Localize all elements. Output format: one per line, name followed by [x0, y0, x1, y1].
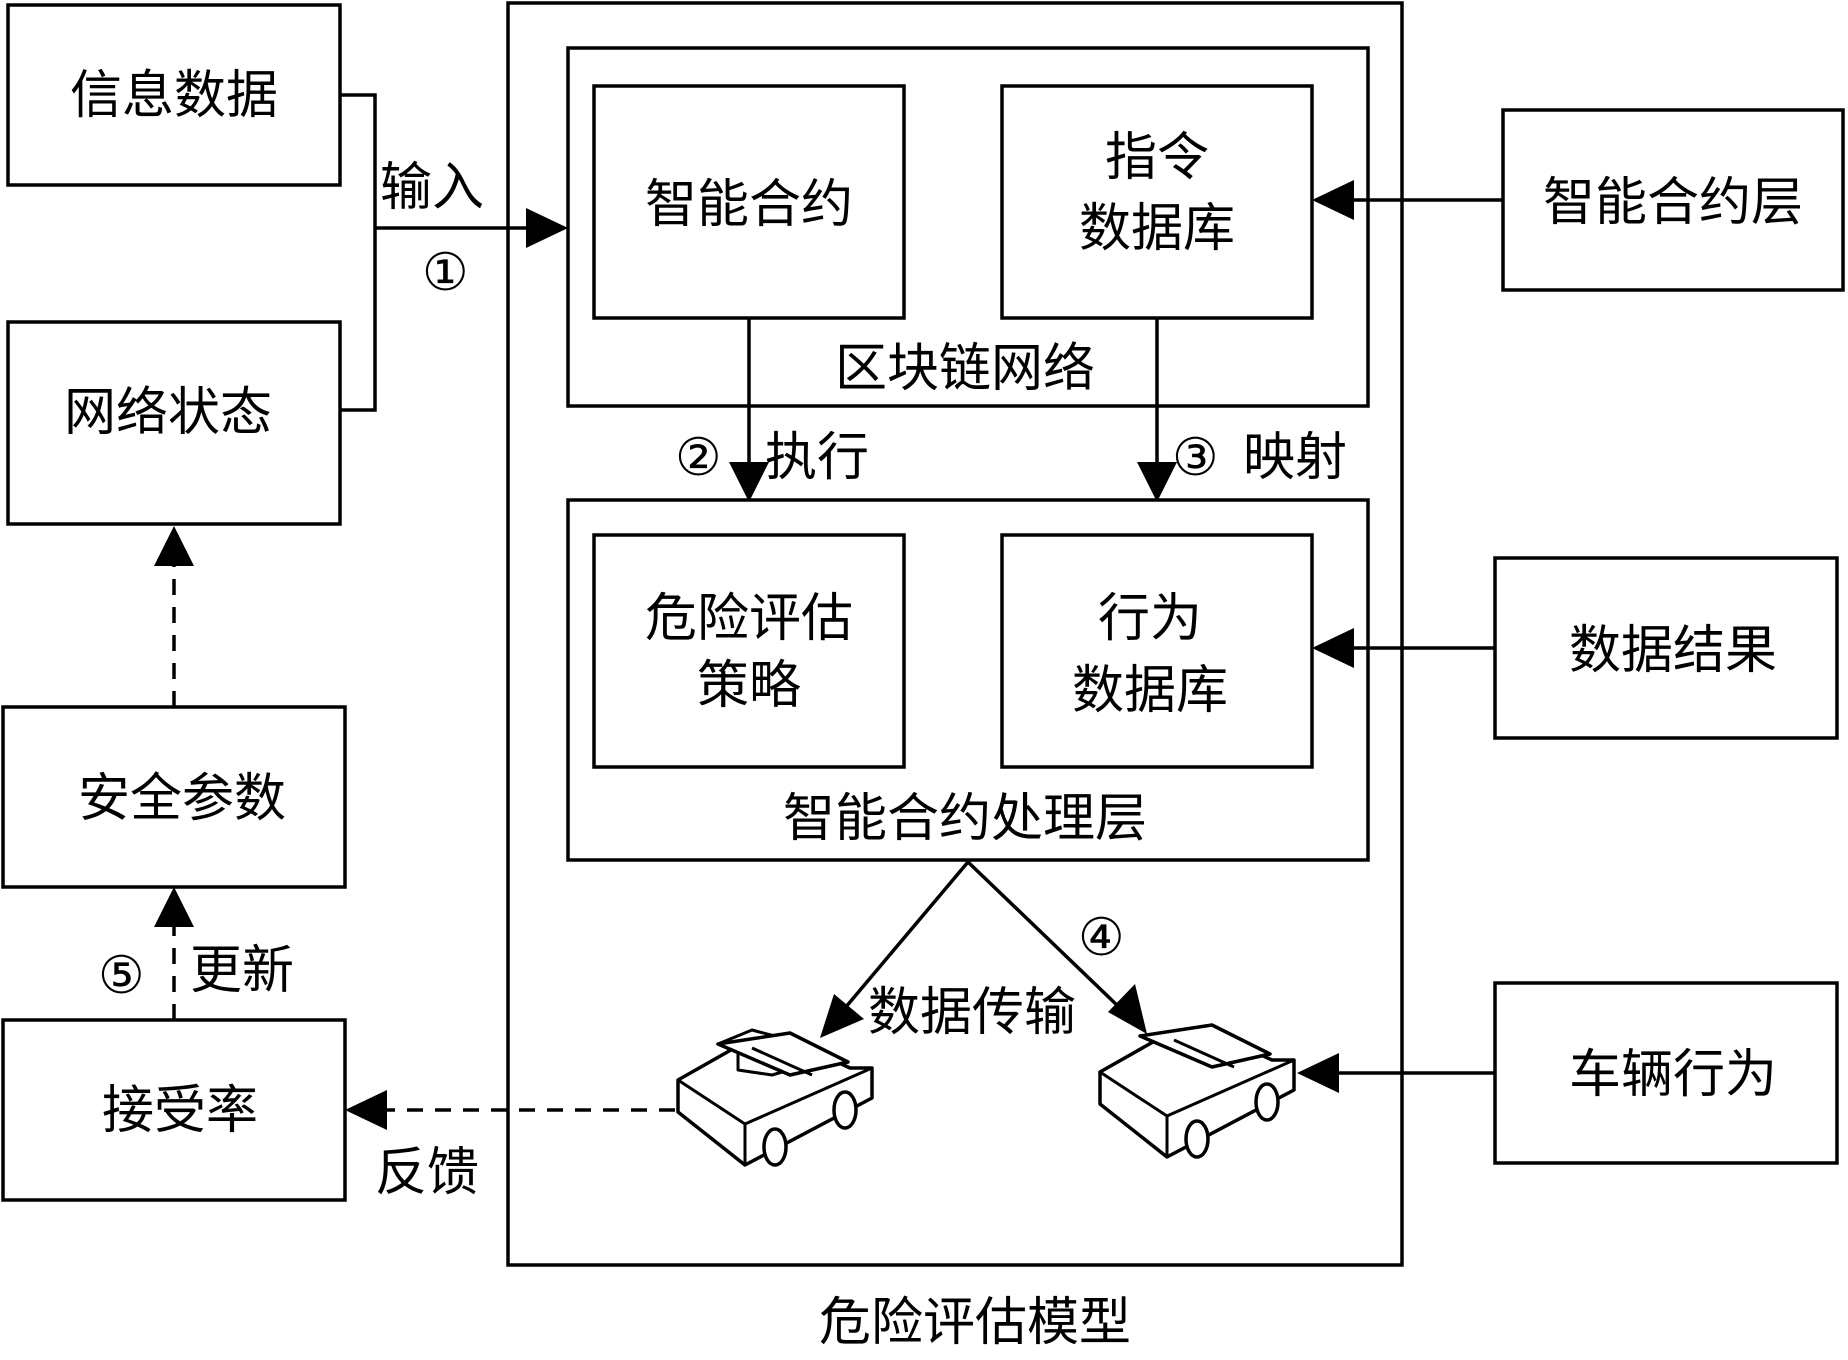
input-label: 输入: [380, 158, 484, 218]
risk-strategy-label-2: 策略: [697, 656, 801, 716]
vehicle-behavior-box: [1493, 981, 1839, 1165]
input-arrow-head: [526, 208, 568, 248]
risk-model-label: 危险评估模型: [819, 1293, 1131, 1353]
update-label: 更新: [190, 941, 294, 1001]
execute-arrow-head: [729, 462, 769, 502]
step5-label: ⑤: [98, 946, 145, 1006]
instruction-db-label-1: 指令: [1105, 128, 1209, 188]
transmit-left-head: [820, 994, 864, 1038]
input-bracket: [340, 93, 377, 412]
smart-contract-layer-box: [1501, 108, 1845, 292]
risk-model-frame: [506, 1, 1404, 1267]
acceptance-rate-label: 接受率: [102, 1081, 258, 1141]
blockchain-network-label: 区块链网络: [835, 339, 1095, 399]
behavior-db-label-2: 数据库: [1072, 661, 1228, 721]
map-arrow-head: [1137, 462, 1177, 502]
processing-layer-frame: [566, 498, 1370, 862]
step3-label: ③: [1172, 428, 1219, 488]
step2-label: ②: [675, 428, 722, 488]
behavior-db-label-1: 行为: [1098, 589, 1202, 649]
info-data-box: [6, 3, 342, 187]
data-result-arrow-head: [1312, 628, 1354, 668]
transmit-left-line: [843, 860, 970, 1010]
network-state-box: [6, 320, 342, 526]
feedback-label: 反馈: [375, 1143, 479, 1203]
blockchain-network-frame: [566, 46, 1370, 408]
data-result-label: 数据结果: [1569, 621, 1777, 681]
feedback-arrow-head: [345, 1090, 387, 1130]
data-result-box: [1493, 556, 1839, 740]
security-network-arrow-head: [154, 526, 194, 566]
transmit-right-line: [966, 860, 1122, 1010]
smart-contract-label: 智能合约: [645, 175, 853, 235]
execute-label: 执行: [765, 428, 869, 488]
smart-contract-layer-label: 智能合约层: [1543, 173, 1803, 233]
smart-contract-box: [592, 84, 906, 320]
processing-layer-label: 智能合约处理层: [783, 789, 1147, 849]
risk-strategy-label-1: 危险评估: [645, 589, 853, 649]
contract-layer-arrow-head: [1312, 180, 1354, 220]
security-params-label: 安全参数: [78, 769, 286, 829]
car-icon-right: [1098, 1023, 1296, 1159]
update-arrow-head: [154, 887, 194, 927]
acceptance-rate-box: [1, 1018, 347, 1202]
transmit-right-head: [1108, 984, 1147, 1034]
behavior-db-box: [1000, 533, 1314, 769]
transmit-label: 数据传输: [868, 983, 1076, 1043]
vehicle-behavior-arrow-head: [1297, 1053, 1339, 1093]
network-state-label: 网络状态: [64, 383, 272, 443]
map-label: 映射: [1243, 428, 1347, 488]
risk-strategy-box: [592, 533, 906, 769]
info-data-label: 信息数据: [70, 66, 278, 126]
security-params-box: [1, 705, 347, 889]
step4-label: ④: [1078, 908, 1125, 968]
vehicle-behavior-label: 车辆行为: [1569, 1045, 1777, 1105]
car-icon-left: [676, 1028, 874, 1167]
instruction-db-label-2: 数据库: [1079, 199, 1235, 259]
step1-label: ①: [422, 243, 469, 303]
